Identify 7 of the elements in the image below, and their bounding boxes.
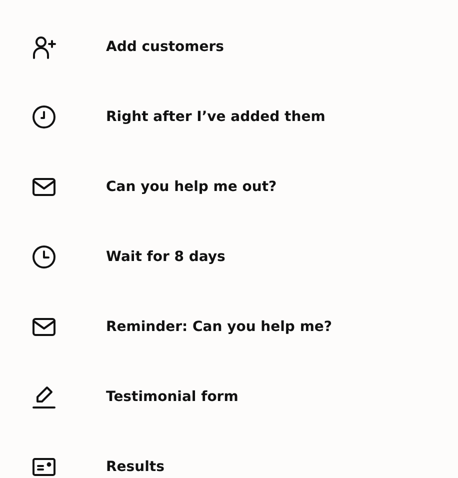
step-title: Testimonial form: [106, 388, 238, 406]
step-title: Results: [106, 458, 164, 476]
step-title: Wait for 8 days: [106, 248, 226, 266]
step-title: Add customers: [106, 38, 224, 56]
step-title: Right after I’ve added them: [106, 108, 326, 126]
step-title: Can you help me out?: [106, 178, 277, 196]
step-title: Reminder: Can you help me?: [106, 318, 332, 336]
